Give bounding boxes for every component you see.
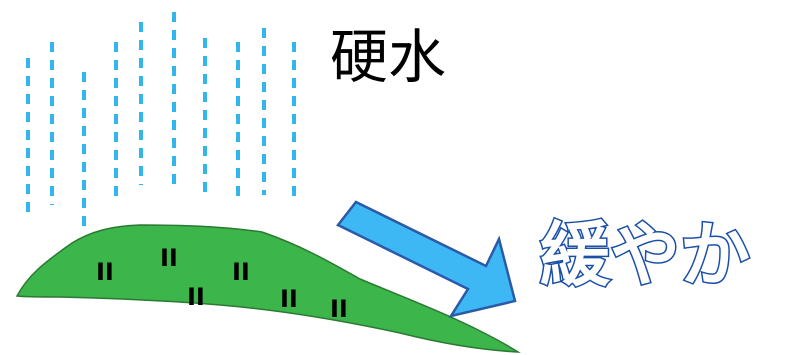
diagram-title: 硬水 [330, 23, 446, 91]
rain-drops-icon [26, 12, 296, 232]
hill-markers: II II II II II II [96, 244, 348, 323]
result-label: 緩やか [540, 213, 750, 296]
hill-marker: II [160, 244, 178, 272]
hill-marker: II [187, 283, 205, 311]
hill-marker: II [330, 295, 348, 323]
arrow-down-right-icon [336, 200, 517, 318]
hill-marker: II [232, 258, 250, 286]
hill-marker: II [280, 285, 298, 313]
hill-icon [15, 224, 521, 353]
hill-marker: II [96, 258, 114, 286]
